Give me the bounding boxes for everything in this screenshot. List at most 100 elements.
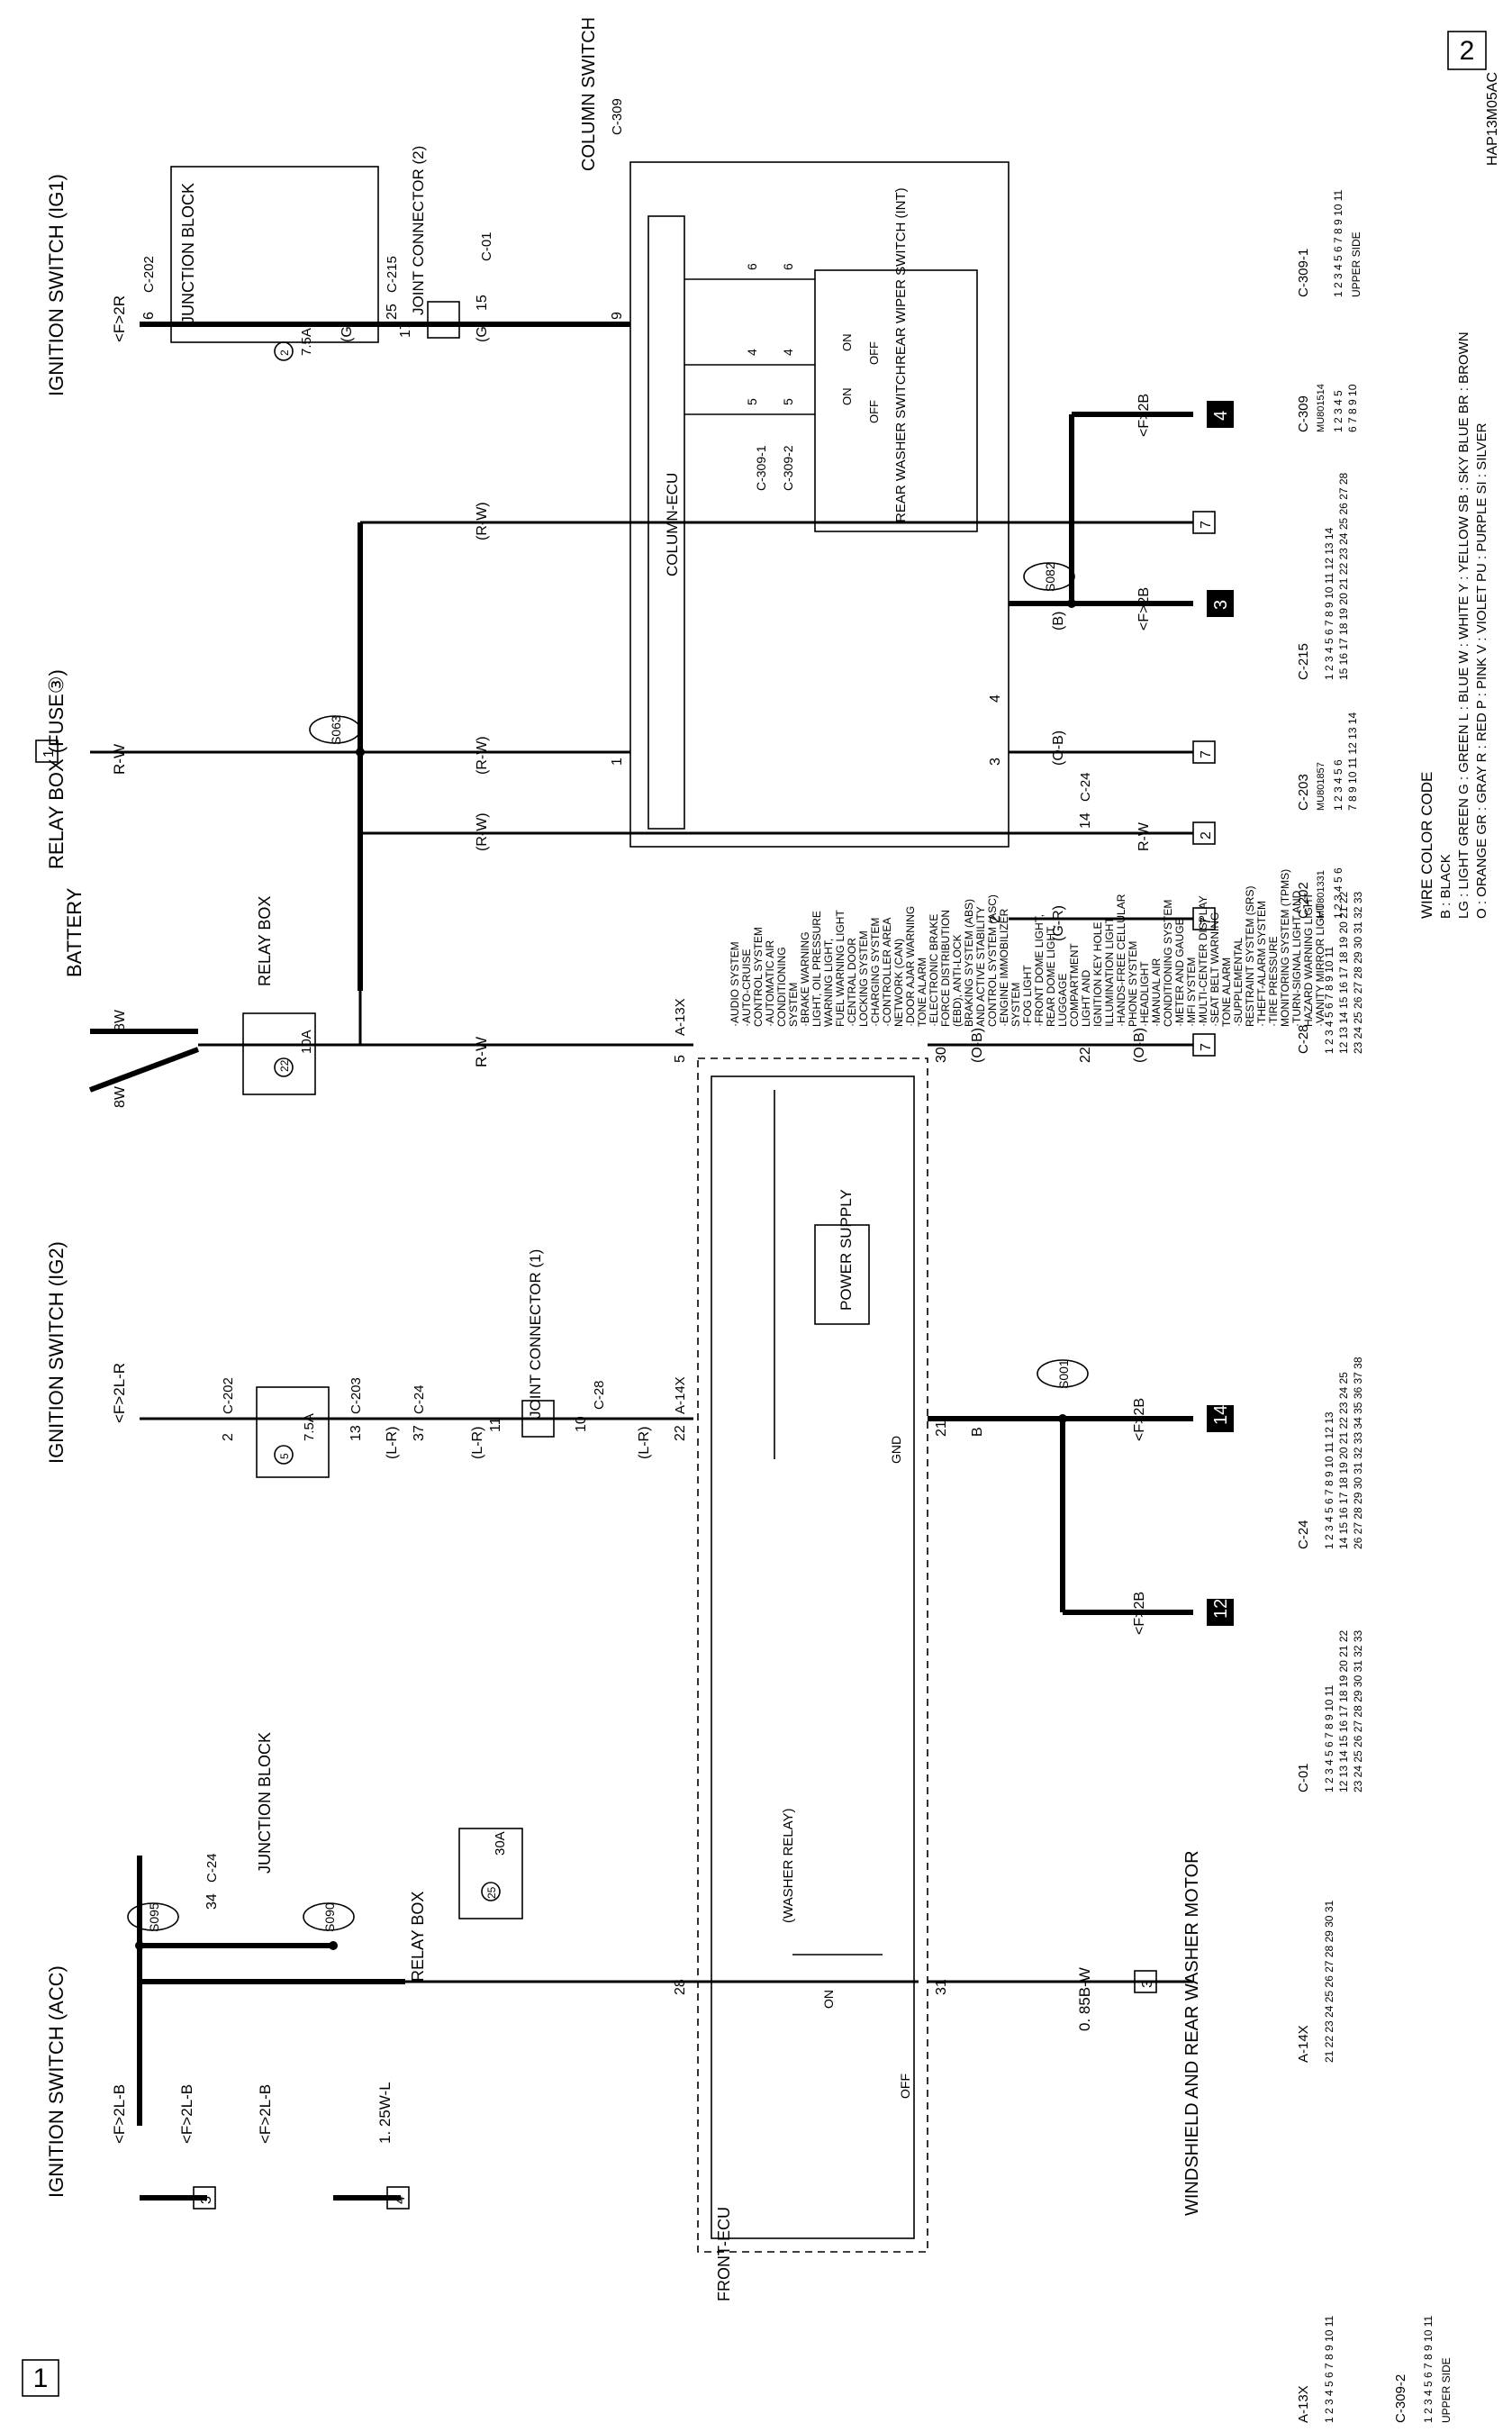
wire-8w-label: 8W bbox=[113, 1009, 128, 1031]
pinout-c01-3: 23 24 25 26 27 28 29 30 31 32 33 bbox=[1352, 1630, 1364, 1792]
splice-s095-label: S095 bbox=[147, 1902, 161, 1932]
fuse-10a: 10A bbox=[299, 1030, 314, 1054]
pinout-c202-part: MU801331 bbox=[1316, 870, 1326, 919]
pinout-c28-2: 12 13 14 15 16 17 18 19 20 21 22 bbox=[1337, 892, 1350, 1054]
washer-motor-circuit: 0. 85B-W 3 WINDSHIELD AND REAR WASHER MO… bbox=[928, 1850, 1202, 2216]
wire-f2lb-label-3: <F>2L-B bbox=[257, 2084, 274, 2144]
pinout-c203-1: 1 2 3 4 5 6 bbox=[1332, 759, 1345, 811]
joint-connector-2-box bbox=[427, 301, 460, 339]
pinout-c215-label: C-215 bbox=[1296, 643, 1311, 680]
splice-s090-label: S090 bbox=[322, 1902, 337, 1932]
wire-f2r-label: <F>2R bbox=[111, 295, 128, 342]
ref3b-box bbox=[1134, 1970, 1157, 1993]
column-outputs: 3 (O-B) 7 2 (G-R) 7 S082 (B) <F>2B <F>2B… bbox=[988, 394, 1234, 941]
ignition-acc-label: IGNITION SWITCH (ACC) bbox=[45, 1965, 68, 2198]
power-supply-label: POWER SUPPLY bbox=[837, 1189, 855, 1311]
connector-pinouts: A-13X 1 2 3 4 5 6 7 8 9 10 11 A-14X 21 2… bbox=[1296, 189, 1453, 2423]
wire-color-line-3: O : ORANGE GR : GRAY R : RED P : PINK V … bbox=[1474, 422, 1489, 919]
fuse-2: 2 bbox=[278, 349, 291, 356]
wire-lr-label: (L-R) bbox=[385, 1427, 400, 1459]
pin-25: 25 bbox=[385, 304, 400, 320]
col-pin-4-bottom: 4 bbox=[988, 694, 1003, 703]
wire-bp-label: (B) bbox=[1051, 612, 1066, 631]
wire-f2lb-label: <F>2L-B bbox=[111, 2084, 128, 2144]
wire-rwp-label-3: (R-W) bbox=[475, 502, 490, 540]
wire-rw-label: R-W bbox=[473, 1037, 490, 1067]
ref-14: 14 bbox=[1211, 1405, 1231, 1425]
ref12-box bbox=[1207, 1599, 1234, 1626]
pinout-c202-label: C-202 bbox=[1296, 882, 1311, 919]
system-list-item: ·METER AND GAUGE bbox=[1173, 918, 1186, 1027]
pinout-a14x: 21 22 23 24 25 26 27 28 29 30 31 bbox=[1323, 1901, 1335, 2063]
relay-box-fuse22-label: RELAY BOX (FUSE③) bbox=[45, 669, 68, 869]
wire-ob-label-2: (O-B) bbox=[1132, 1028, 1147, 1063]
conn-a14x-label: A-14X bbox=[673, 1376, 688, 1414]
ref-4c: 4 bbox=[1211, 411, 1231, 421]
gnd-label: GND bbox=[889, 1436, 903, 1464]
front-ecu-label: FRONT-ECU bbox=[715, 2207, 733, 2301]
pin-1: 1 bbox=[610, 758, 625, 766]
page-number-box-1 bbox=[22, 2359, 59, 2397]
col-pin-4b: 4 bbox=[781, 349, 795, 356]
ref4c-box bbox=[1207, 401, 1234, 428]
ref-7: 7 bbox=[1199, 1043, 1214, 1051]
pinout-c24-label: C-24 bbox=[1296, 1520, 1311, 1549]
wire-color-line-2: LG : LIGHT GREEN G : GREEN L : BLUE W : … bbox=[1456, 331, 1471, 919]
wire-rw-label-2: R-W bbox=[1136, 821, 1152, 851]
ob-circuit: (O-B) (O-B) 22 7 bbox=[928, 1028, 1216, 1063]
pinout-c215-1: 1 2 3 4 5 6 7 8 9 10 11 12 13 14 bbox=[1323, 527, 1335, 680]
fuse-7.5a-2: 7.5A bbox=[299, 328, 314, 356]
splice-s082 bbox=[1023, 562, 1075, 591]
front-ecu: FRONT-ECU POWER SUPPLY (WASHER RELAY) GN… bbox=[697, 1047, 949, 2301]
wire-rwp-label-2: (R-W) bbox=[475, 736, 490, 775]
pinout-c203-2: 7 8 9 10 11 12 13 14 bbox=[1346, 712, 1359, 811]
pinout-c215-2: 15 16 17 18 19 20 21 22 23 24 25 26 27 2… bbox=[1337, 472, 1350, 680]
splice-s082-label: S082 bbox=[1043, 562, 1057, 592]
splice-s090 bbox=[303, 1902, 355, 1931]
ref1-box bbox=[35, 740, 59, 763]
system-list-item: COMPARTMENT bbox=[1068, 942, 1081, 1027]
ref7-box bbox=[1192, 1033, 1216, 1057]
wire-f2b-label-4: <F>2B bbox=[1136, 394, 1152, 437]
system-list-item: ·ELECTRONIC BRAKE bbox=[928, 914, 940, 1027]
pinout-c28-3: 23 24 25 26 27 28 29 30 31 32 33 bbox=[1352, 892, 1364, 1054]
pinout-c28-label: C-28 bbox=[1296, 1024, 1311, 1054]
battery-label: BATTERY bbox=[63, 887, 86, 977]
relay-fuse22-circuit: RELAY BOX (FUSE③) R-W S063 (R-W) (R-W) 1… bbox=[35, 502, 1216, 991]
pin-2b: 2 bbox=[988, 915, 1003, 923]
system-list-item: ·MFI SYSTEM bbox=[1185, 957, 1198, 1027]
column-ecu-bar bbox=[647, 215, 685, 830]
ref4-box bbox=[386, 2186, 410, 2210]
off-label-1: OFF bbox=[867, 400, 881, 423]
on-label-1: ON bbox=[840, 388, 854, 406]
conn-c215-label: C-215 bbox=[385, 256, 400, 293]
system-list-item: ·TIRE PRESSURE bbox=[1267, 936, 1280, 1027]
upper-side-label: UPPER SIDE bbox=[1350, 231, 1363, 297]
pinout-c24-2: 14 15 16 17 18 19 20 21 22 23 24 25 bbox=[1337, 1372, 1350, 1549]
pin-30: 30 bbox=[934, 1047, 949, 1063]
wire-rw-label-3: R-W bbox=[111, 744, 128, 775]
relay-box-label: RELAY BOX bbox=[409, 1892, 427, 1982]
pinout-c309-2: 6 7 8 9 10 bbox=[1346, 384, 1359, 432]
ref-2: 2 bbox=[1199, 831, 1214, 839]
pin-22b: 22 bbox=[1078, 1047, 1093, 1063]
ref-3b: 3 bbox=[1140, 1980, 1155, 1988]
system-list-item: CONDITIONING bbox=[775, 947, 788, 1027]
ignition-ig2-label: IGNITION SWITCH (IG2) bbox=[45, 1241, 68, 1464]
pinout-a14x-label: A-14X bbox=[1296, 2025, 1311, 2063]
conn-c24-label-2: C-24 bbox=[412, 1384, 427, 1414]
ig2-circuit: IGNITION SWITCH (IG2) <F>2L-R 5 7.5A 2 C… bbox=[45, 1241, 693, 1478]
fuse-7.5a: 7.5A bbox=[302, 1413, 317, 1441]
col-pin-6b: 6 bbox=[781, 263, 795, 270]
ref2-box bbox=[1192, 821, 1216, 845]
wire-f2b-label: <F>2B bbox=[1132, 1398, 1147, 1441]
system-list-item: CONDITIONING SYSTEM bbox=[1162, 900, 1174, 1027]
wire-f2lb-label-2: <F>2L-B bbox=[178, 2084, 195, 2144]
ref3c-box bbox=[1207, 590, 1234, 617]
ref7b-box bbox=[1192, 511, 1216, 534]
relay-box-22 bbox=[242, 1012, 316, 1095]
column-ecu-label: COLUMN-ECU bbox=[664, 473, 681, 576]
relay-box-25 bbox=[458, 1828, 523, 1919]
system-list: ·AUDIO SYSTEM·AUTO-CRUISE CONTROL SYSTEM… bbox=[729, 869, 1326, 1027]
